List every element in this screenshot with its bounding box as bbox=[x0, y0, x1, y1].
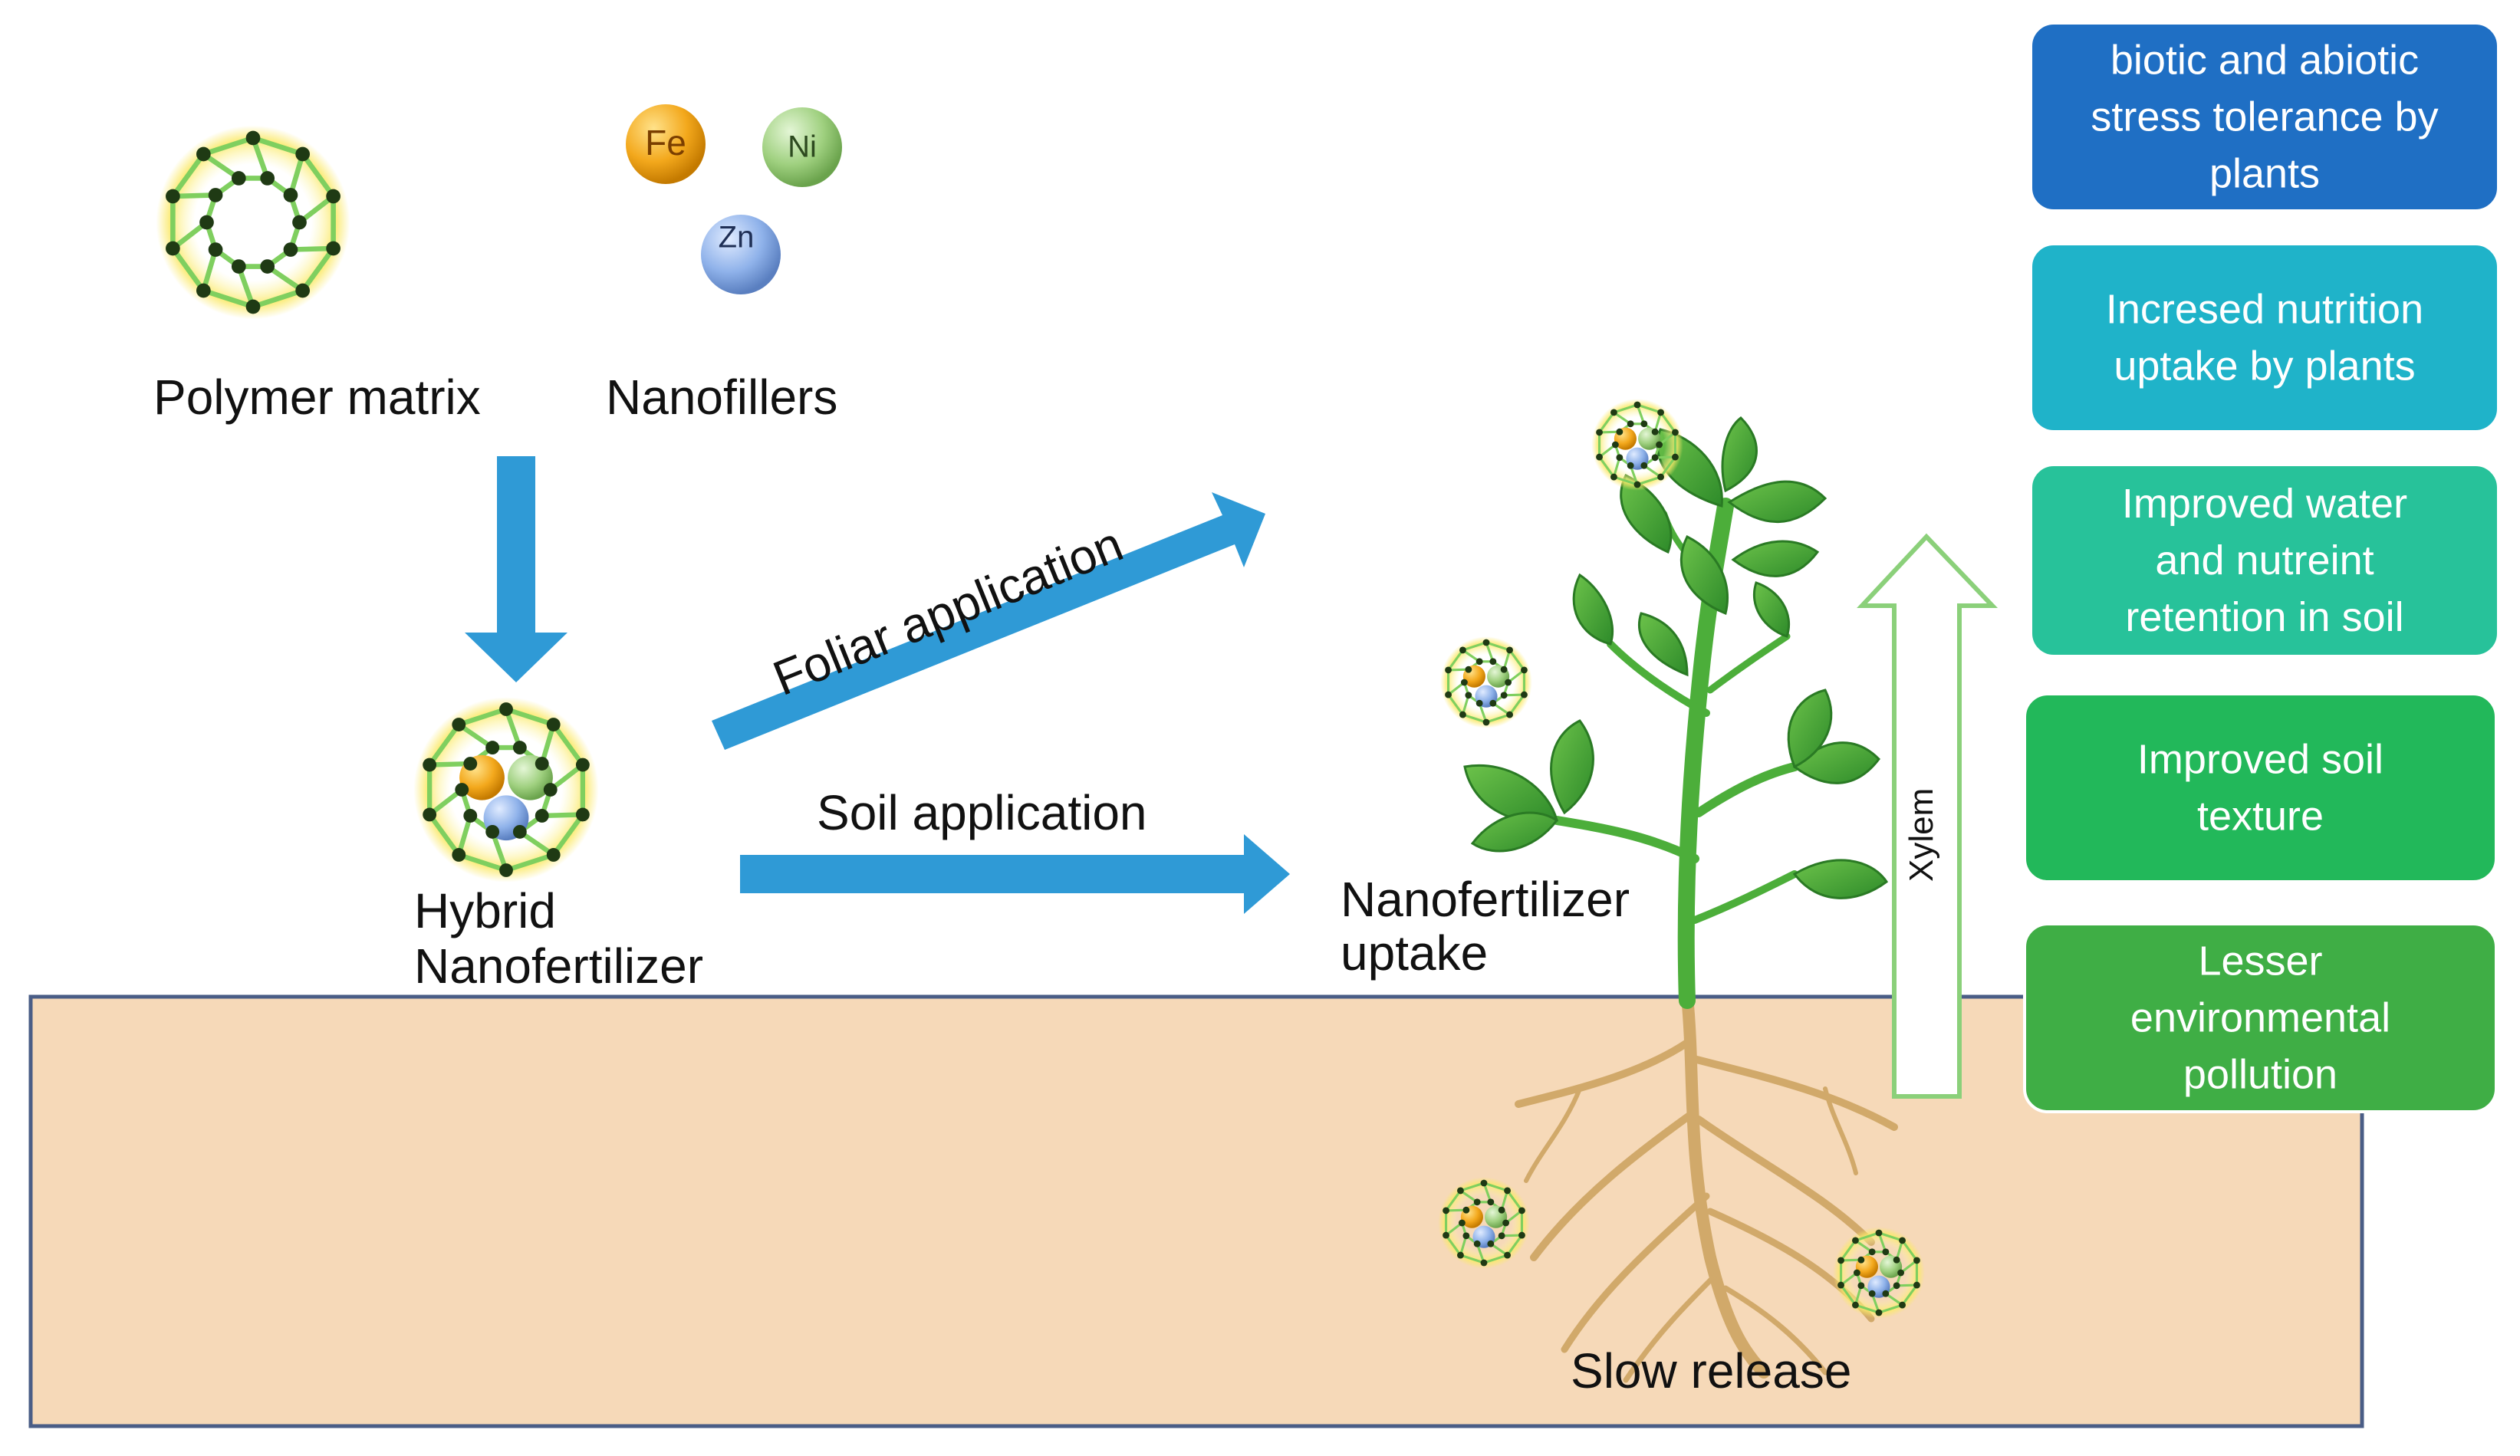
benefit-box-3-line-2: and nutreint bbox=[2155, 537, 2374, 583]
ni-particle-icon: Ni bbox=[762, 107, 842, 187]
nanoparticle-root-left-icon bbox=[1438, 1177, 1530, 1269]
fe-particle-icon: Fe bbox=[626, 104, 706, 184]
benefits-panel: biotic and abiotic stress tolerance by pla… bbox=[2023, 21, 2500, 1113]
benefit-box-2-line-2: uptake by plants bbox=[2114, 343, 2415, 389]
benefit-box-3-line-1: Improved water bbox=[2122, 481, 2407, 527]
down-arrow-icon bbox=[465, 456, 567, 682]
benefit-box-4: Improved soil texture bbox=[2023, 692, 2498, 883]
svg-text:Zn: Zn bbox=[719, 221, 755, 255]
benefit-box-4-line-2: texture bbox=[2197, 794, 2324, 840]
nanofillers-label: Nanofillers bbox=[606, 370, 837, 425]
benefit-box-4-line-1: Improved soil bbox=[2137, 737, 2383, 783]
polymer-matrix-label: Polymer matrix bbox=[153, 370, 481, 425]
soil-arrow-icon bbox=[740, 834, 1290, 914]
benefit-box-3-line-3: retention in soil bbox=[2125, 594, 2403, 640]
svg-text:Ni: Ni bbox=[788, 130, 817, 164]
polymer-matrix-icon bbox=[156, 125, 350, 320]
hybrid-label-line1: Hybrid bbox=[414, 883, 556, 938]
benefit-box-1-line-2: stress tolerance by bbox=[2091, 94, 2438, 140]
foliar-application-label: Foliar application bbox=[765, 516, 1130, 706]
nanoparticle-top-icon bbox=[1591, 399, 1683, 491]
benefit-box-3: Improved water and nutreint retention in s… bbox=[2029, 463, 2500, 658]
benefit-box-1-line-3: plants bbox=[2209, 151, 2320, 197]
soil-application-label: Soil application bbox=[817, 785, 1147, 840]
nanoparticle-root-right-icon bbox=[1833, 1227, 1925, 1319]
xylem-arrow-icon bbox=[1857, 533, 1999, 1099]
xylem-label: Xylem bbox=[1903, 788, 1940, 882]
uptake-label-line1: Nanofertilizer bbox=[1341, 872, 1630, 927]
benefit-box-5: Lesser environmental pollution bbox=[2023, 922, 2498, 1113]
zn-particle-icon: Zn bbox=[701, 215, 781, 294]
foliar-arrow-icon bbox=[712, 492, 1265, 750]
benefit-box-2-line-1: Incresed nutrition bbox=[2106, 287, 2423, 333]
benefit-box-5-line-2: environmental bbox=[2130, 995, 2390, 1041]
benefit-box-2: Incresed nutrition uptake by plants bbox=[2029, 242, 2500, 433]
benefit-box-1: biotic and abiotic stress tolerance by pla… bbox=[2029, 21, 2500, 212]
slow-release-label: Slow release bbox=[1571, 1343, 1851, 1398]
benefit-box-1-line-1: biotic and abiotic bbox=[2110, 38, 2419, 84]
nanoparticle-leaf-icon bbox=[1440, 636, 1532, 728]
soil-block bbox=[28, 994, 2364, 1428]
svg-text:Fe: Fe bbox=[645, 123, 686, 163]
hybrid-label-line2: Nanofertilizer bbox=[414, 938, 703, 994]
uptake-label-line2: uptake bbox=[1341, 925, 1488, 981]
hybrid-nanofertilizer-icon bbox=[413, 697, 599, 882]
benefit-box-5-line-1: Lesser bbox=[2198, 938, 2322, 984]
benefit-box-5-line-3: pollution bbox=[2183, 1052, 2337, 1098]
plant-leaves bbox=[1463, 416, 1889, 899]
